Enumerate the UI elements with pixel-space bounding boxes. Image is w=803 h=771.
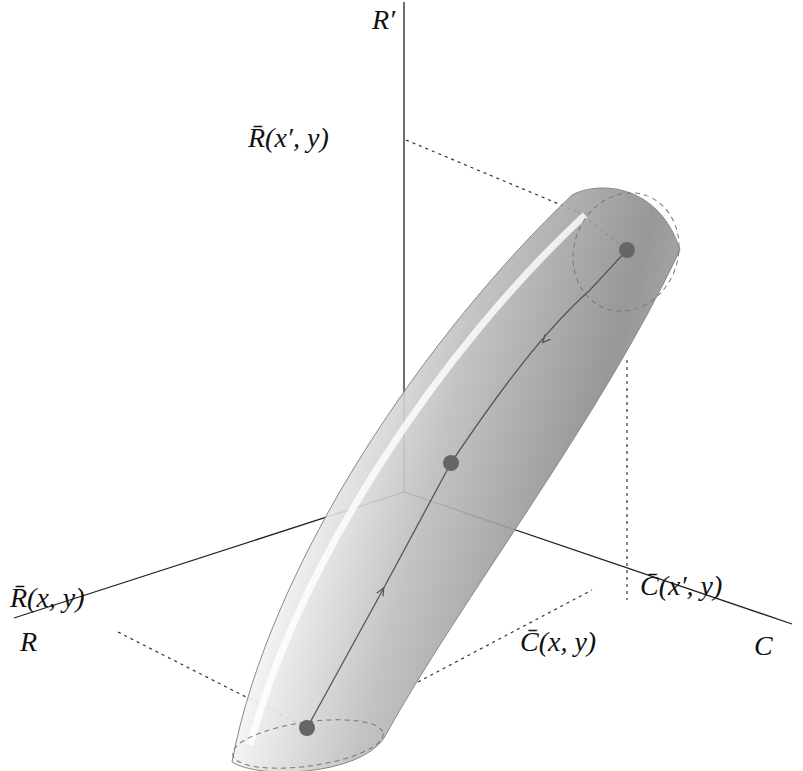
value-label: C̄(x′, y) <box>640 572 722 600</box>
value-label: R̄(x, y) <box>10 584 85 612</box>
axis-label: C <box>754 632 773 660</box>
path-points <box>299 242 635 736</box>
axis-label: R <box>20 628 37 656</box>
value-label: R̄(x′, y) <box>248 124 329 152</box>
value-label: C̄(x, y) <box>520 628 596 656</box>
tube-surface <box>232 188 680 771</box>
axis-label: R′ <box>372 6 395 34</box>
bottom-cross-section <box>230 712 387 771</box>
top-cross-section <box>557 178 696 326</box>
center-path <box>307 250 627 728</box>
tube-highlight <box>250 215 585 745</box>
